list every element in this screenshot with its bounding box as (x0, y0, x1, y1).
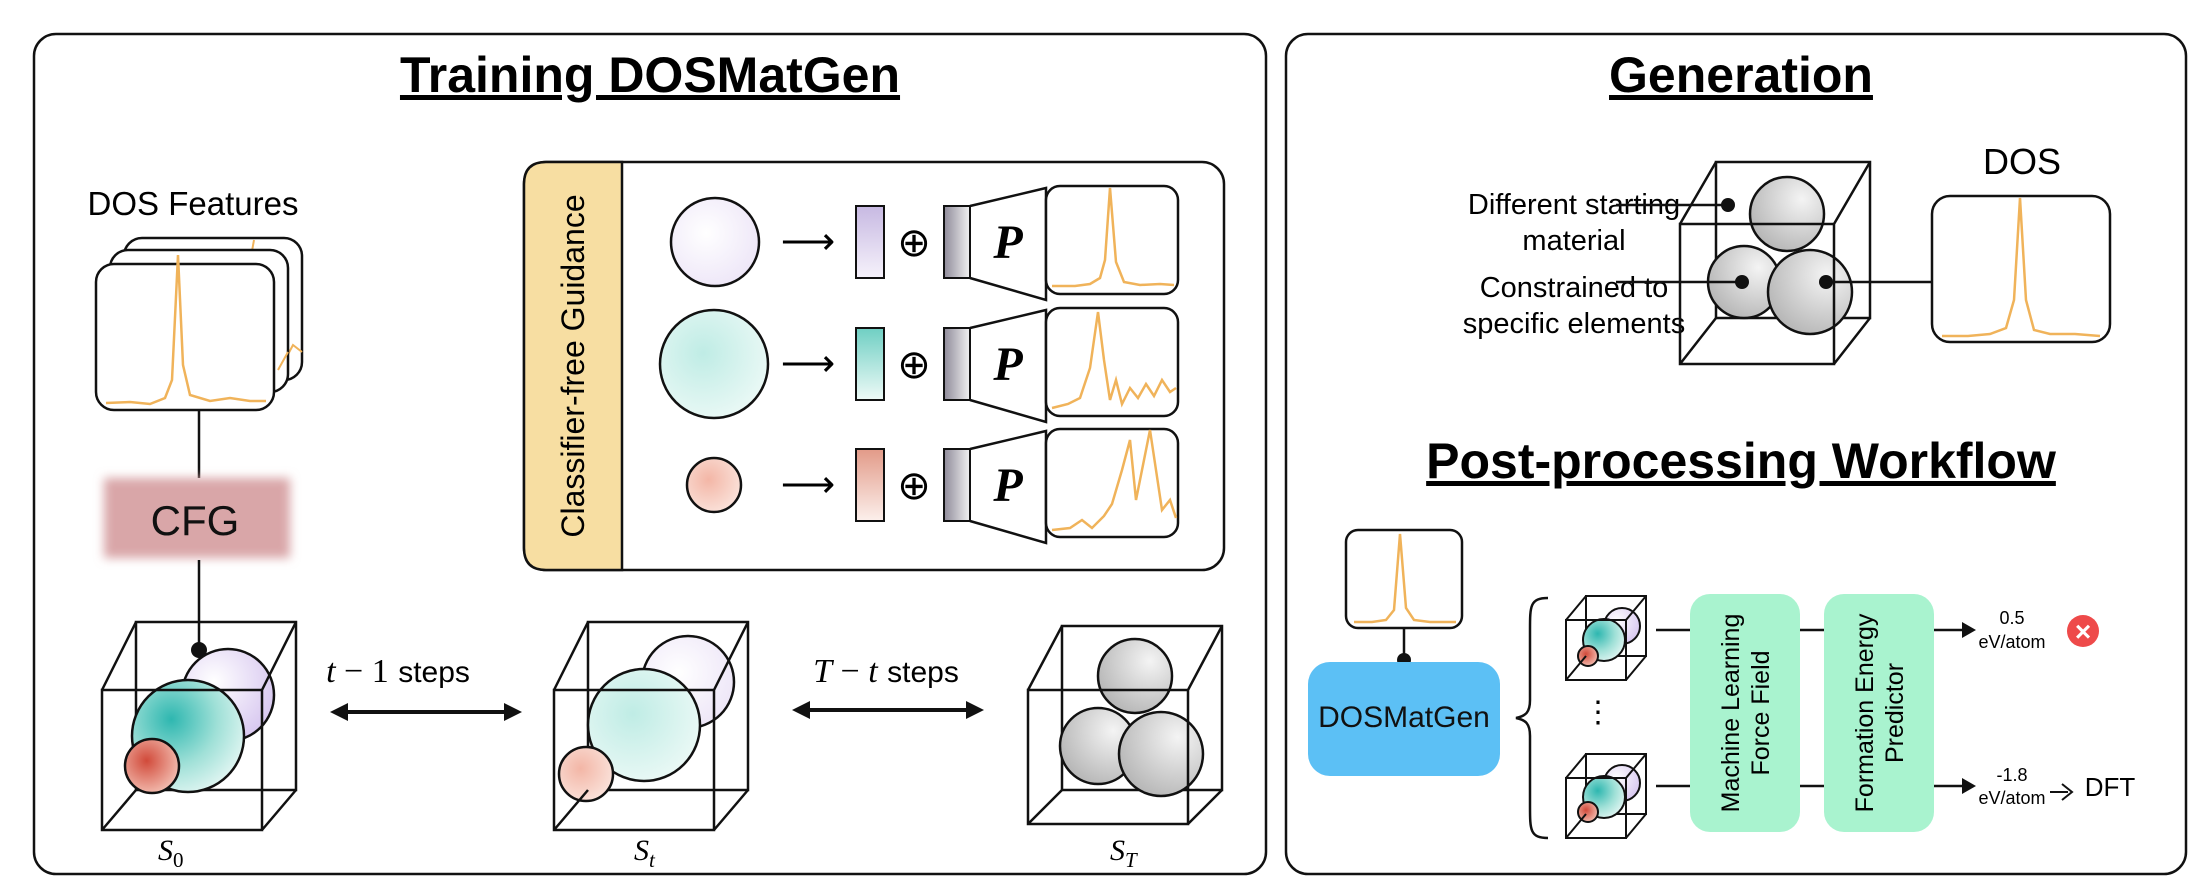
arrow-icon: ⟶ (781, 221, 835, 263)
training-title: Training DOSMatGen (400, 47, 900, 103)
result-bottom-unit: eV/atom (1978, 788, 2045, 808)
atom-sphere-salmon (557, 745, 615, 803)
dos-card (1044, 184, 1180, 296)
embedding-bar (855, 205, 885, 279)
step-arrow-1: t − 1 steps (326, 652, 522, 721)
crystal-s0 (100, 620, 298, 832)
atom-sphere-gray (1117, 710, 1205, 798)
oplus-icon: ⊕ (897, 221, 931, 265)
crystal-sT (1026, 624, 1224, 826)
guidance-row-2: ⟶ ⊕ P (658, 306, 1180, 424)
cfg-guidance-tab (522, 160, 624, 572)
arrow-icon: ⟶ (781, 464, 835, 506)
s0-label: S0 (158, 834, 184, 872)
atom-sphere-gray (1748, 175, 1826, 253)
generation-dos-card (1930, 194, 2112, 344)
dos-card (1044, 306, 1180, 418)
dos-label: DOS (1983, 141, 2061, 182)
arrow-icon: ⟶ (781, 343, 835, 385)
atom-sphere-lavender (669, 196, 761, 288)
reject-icon (2067, 615, 2099, 647)
dos-curve (105, 254, 266, 406)
dos-features-label: DOS Features (88, 185, 299, 222)
atom-sphere-gray (1096, 637, 1174, 715)
formation-energy-label: Formation EnergyPredictor (1851, 613, 1909, 812)
embedding-bar (855, 448, 885, 522)
reject-icon-glyph: × (2075, 616, 2091, 647)
result-bottom-value: -1.8 (1996, 765, 2027, 785)
projector-label: P (992, 338, 1023, 391)
projector-label: P (992, 216, 1023, 269)
dosmatgen-label: DOSMatGen (1318, 701, 1490, 734)
result-top-value: 0.5 (1999, 608, 2024, 628)
crystal-st (552, 620, 750, 832)
dft-label: DFT (2085, 772, 2136, 802)
sT-label: ST (1110, 834, 1138, 872)
mlff-box (1690, 594, 1800, 832)
embedding-bar (855, 327, 885, 401)
cfg-guidance-label: Classifier-free Guidance (555, 194, 591, 537)
atom-sphere-gray (1766, 248, 1854, 336)
candidate-crystal-top (1565, 595, 1647, 681)
atom-sphere-salmon (685, 456, 743, 514)
dos-feature-card (94, 262, 276, 412)
mlff-label: Machine LearningForce Field (1717, 614, 1775, 813)
atom-sphere-teal (586, 667, 702, 783)
atom-sphere-teal (658, 308, 770, 420)
ellipsis: ⋮ (1583, 696, 1613, 729)
guidance-row-3: ⟶ ⊕ P (685, 427, 1180, 545)
oplus-icon: ⊕ (897, 464, 931, 508)
generation-title: Generation (1609, 47, 1873, 103)
candidate-crystal-bottom (1565, 753, 1647, 839)
cfg-label: CFG (151, 497, 240, 544)
result-top-unit: eV/atom (1978, 632, 2045, 652)
generation-crystal (1678, 160, 1872, 366)
projector-label: P (992, 459, 1023, 512)
brace (1515, 596, 1549, 840)
st-label: St (634, 834, 656, 872)
cfg-guidance-panel: Classifier-free Guidance ⟶ ⊕ P ⟶ ⊕ (522, 160, 1226, 572)
formation-energy-box (1824, 594, 1934, 832)
dosmatgen-model-box (1308, 662, 1500, 776)
oplus-icon: ⊕ (897, 343, 931, 387)
training-panel: Training DOSMatGen DOS Features CFG Clas… (32, 32, 1268, 876)
step-label-2: T − t steps (813, 652, 959, 690)
step-label-1: t − 1 steps (326, 652, 470, 690)
postprocessing-title: Post-processing Workflow (1426, 433, 2056, 489)
guidance-row-1: ⟶ ⊕ P (669, 184, 1180, 302)
cfg-box (104, 478, 290, 558)
atom-sphere-salmon (123, 737, 181, 795)
dos-features-stack (94, 236, 304, 412)
step-arrow-2: T − t steps (792, 652, 984, 719)
